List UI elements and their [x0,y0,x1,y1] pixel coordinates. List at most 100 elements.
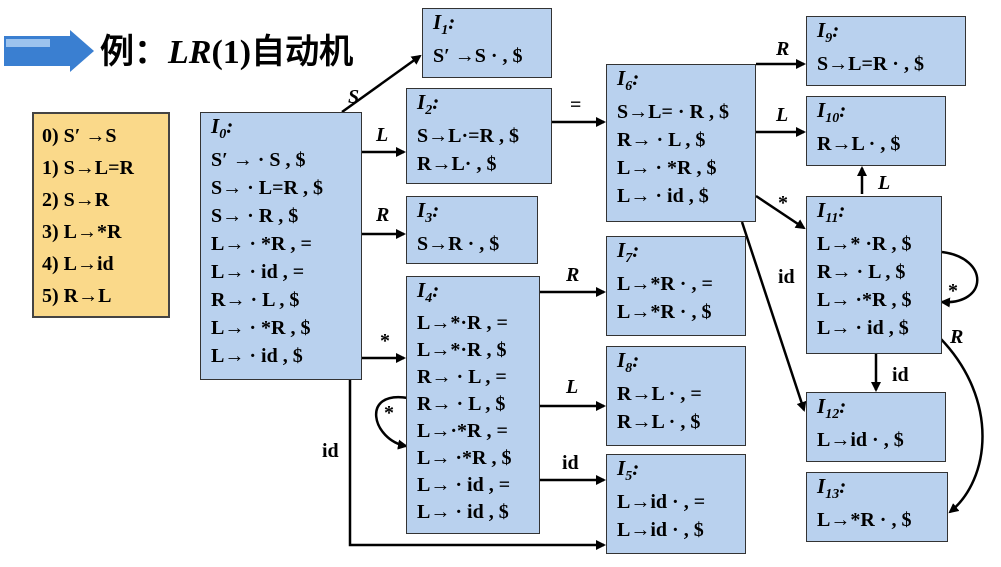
edge-label-star-I0-I4: * [380,330,390,352]
edge-label-L-I6-I10: L [776,104,789,126]
item: L→ · id , $ [617,185,709,208]
state-I11: I11: L→* ·R , $ R→ · L , $ L→ ·*R , $ L→… [806,196,942,354]
edge-I6-I12 [740,221,807,412]
item: S′ →S · , $ [433,45,523,68]
state-I1: I1: S′ →S · , $ [422,8,552,78]
edge-I11-self [940,250,979,308]
state-I6: I6: S→L= · R , $ R→ · L , $ L→ · *R , $ … [606,64,756,222]
item: L→id · , $ [617,519,704,542]
item: L→*·R , $ [417,339,507,362]
item: L→ ·*R , $ [817,289,912,312]
state-I7: I7: L→*R · , = L→*R · , $ [606,236,746,336]
item: R→ · L , = [417,366,507,389]
item: L→id · , = [617,491,706,514]
edge-label-L-I0-I2: L [376,124,389,146]
state-name: I11: [817,198,846,227]
item: R→ · L , $ [617,129,706,152]
item: L→ · id , $ [211,345,303,368]
item: L→·*R , = [417,420,508,443]
state-name: I0: [211,114,234,143]
edge-label-S: S [348,86,360,108]
item: L→* ·R , $ [817,233,912,256]
edge-label-L-I11-I10: L [878,172,891,194]
item: R→L · , = [617,383,702,406]
edge-label-R-I11-I13: R [950,326,964,348]
edge-label-R-I4-I7: R [566,264,580,286]
item: R→ · L , $ [417,393,506,416]
state-name: I6: [617,66,640,95]
item: S→ · R , $ [211,205,299,228]
production-4: 4) L→id [42,253,114,275]
state-name: I8: [617,348,640,377]
item: L→ · *R , $ [617,157,717,180]
item: S′ → · S , $ [211,149,306,172]
edge-label-id-I11-I12: id [892,364,909,386]
edge-I0-I5 [348,380,606,550]
edge-label-R-I0-I3: R [376,204,390,226]
state-name: I12: [817,394,847,423]
state-I3: I3: S→R · , $ [406,196,538,264]
production-0: 0) S′ →S [42,125,117,147]
item: L→ · *R , $ [211,317,311,340]
item: R→L· , $ [417,153,497,176]
edge-label-star-I6-I11: * [778,192,788,214]
edge-label-star-I4-self: * [384,402,394,424]
item: L→ · id , $ [417,501,509,524]
item: R→ · L , $ [211,289,300,312]
item: L→*·R , = [417,312,508,335]
state-I5: I5: L→id · , = L→id · , $ [606,454,746,554]
item: L→ · id , = [417,474,511,497]
grammar-productions-box: 0) S′ →S 1) S→L=R 2) S→R 3) L→*R 4) L→id… [32,112,170,318]
item: S→L= · R , $ [617,101,729,124]
state-name: I1: [433,10,456,39]
state-name: I3: [417,198,440,227]
page-title: 例：LR(1)自动机 [100,32,354,72]
state-I8: I8: R→L · , = R→L · , $ [606,346,746,446]
title-banner-arrow [4,30,94,72]
production-2: 2) S→R [42,189,110,211]
edge-label-id-I0-I5: id [322,440,339,462]
production-3: 3) L→*R [42,221,122,243]
item: L→*R · , $ [617,301,712,324]
edge-label-eq-I2-I6: = [570,94,582,116]
item: L→ · id , = [211,261,305,284]
state-name: I5: [617,456,640,485]
edge-label-id-I6-I12: id [778,266,795,288]
item: S→R · , $ [417,233,500,256]
state-name: I7: [617,238,640,267]
edge-label-L-I4-I8: L [566,376,579,398]
edge-I11-I13 [939,337,984,514]
edge-label-id-I4-I5: id [562,452,579,474]
item: L→ · id , $ [817,317,909,340]
state-name: I10: [817,98,847,127]
state-I2: I2: S→L·=R , $ R→L· , $ [406,88,552,184]
state-name: I2: [417,90,440,119]
state-name: I9: [817,18,840,47]
state-I4: I4: L→*·R , = L→*·R , $ R→ · L , = R→ · … [406,276,540,534]
item: L→ ·*R , $ [417,447,512,470]
production-5: 5) R→L [42,285,112,307]
state-I12: I12: L→id · , $ [806,392,946,462]
edge-label-R-I6-I9: R [776,38,790,60]
item: R→L · , $ [617,411,701,434]
item: L→id · , $ [817,429,904,452]
item: S→ · L=R , $ [211,177,323,200]
item: R→L · , $ [817,133,901,156]
item: L→*R · , $ [817,509,912,532]
production-1: 1) S→L=R [42,157,134,179]
edge-label-star-I11-self: * [948,280,958,302]
edge-I6-I11 [755,194,806,230]
item: L→*R · , = [617,273,713,296]
item: R→ · L , $ [817,261,906,284]
item: S→L·=R , $ [417,125,519,148]
item: S→L=R · , $ [817,53,924,76]
item: L→ · *R , = [211,233,312,256]
state-name: I13: [817,474,847,503]
state-I9: I9: S→L=R · , $ [806,16,966,86]
state-I0: I0: S′ → · S , $ S→ · L=R , $ S→ · R , $… [200,112,362,380]
state-I13: I13: L→*R · , $ [806,472,948,542]
state-name: I4: [417,278,440,307]
state-I10: I10: R→L · , $ [806,96,946,166]
edge-I4-self [375,395,409,450]
